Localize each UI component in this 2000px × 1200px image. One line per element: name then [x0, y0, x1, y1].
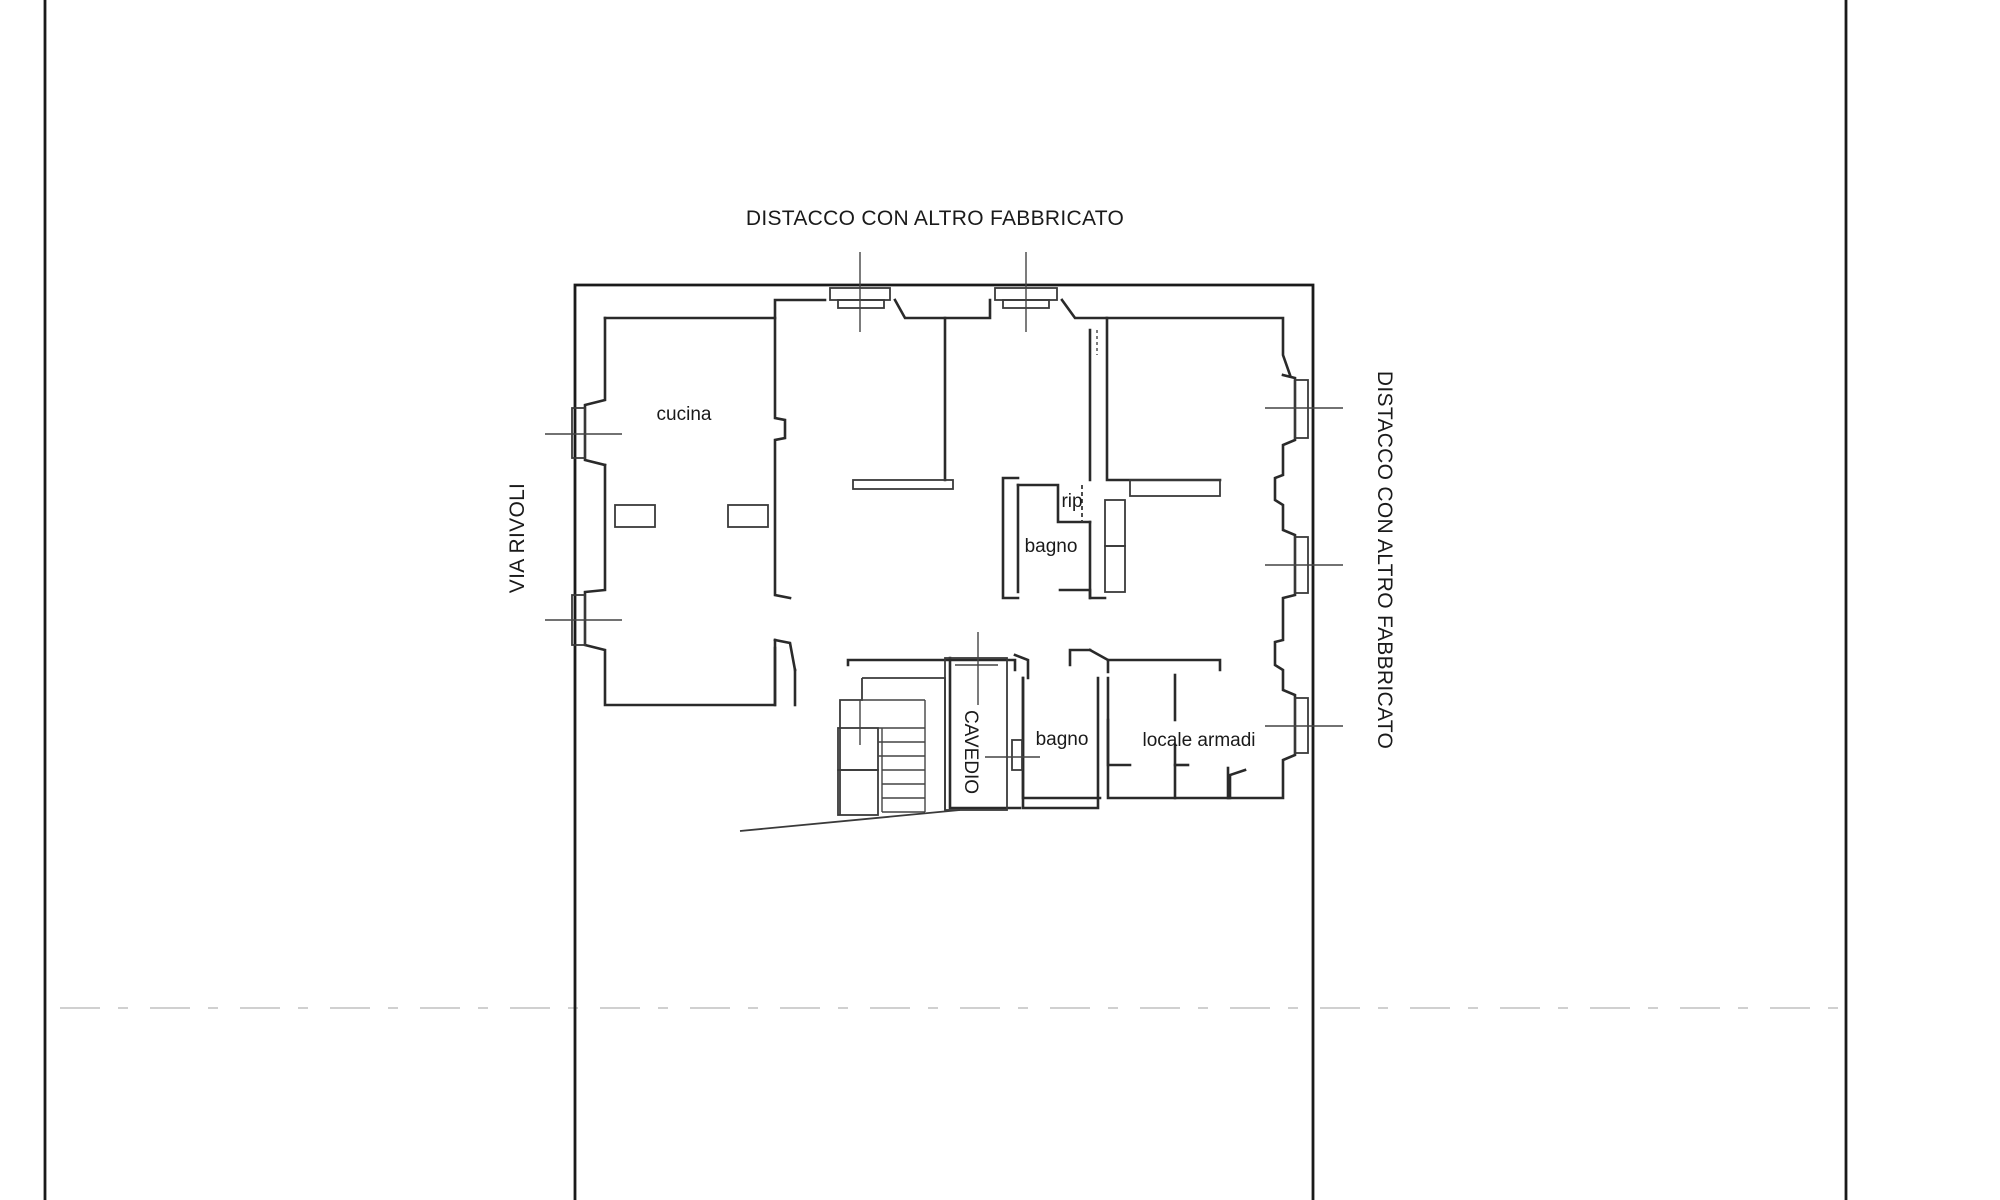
room-label-wardrobe: locale armadi	[1143, 730, 1256, 751]
stairwell	[837, 677, 946, 816]
exterior-walls	[583, 298, 1297, 832]
stair-treads	[878, 700, 926, 813]
shaft	[944, 632, 1008, 811]
wardrobe-walls	[1106, 673, 1230, 800]
street-label: VIA RIVOLI	[506, 483, 529, 593]
windows	[545, 252, 1343, 754]
top-neighbour-label: DISTACCO CON ALTRO FABBRICATO	[746, 207, 1124, 230]
bathroom-2-walls	[985, 676, 1100, 810]
room-label-kitchen: cucina	[657, 404, 712, 425]
room-label-bathroom-1: bagno	[1025, 536, 1078, 557]
right-neighbour-label: DISTACCO CON ALTRO FABBRICATO	[1373, 371, 1396, 749]
interior-walls	[614, 316, 1222, 707]
lot-boundary	[573, 283, 1315, 1200]
room-label-bathroom-2: bagno	[1036, 729, 1089, 750]
shaft-label: CAVEDIO	[960, 710, 981, 794]
room-label-storage: rip	[1061, 491, 1082, 512]
